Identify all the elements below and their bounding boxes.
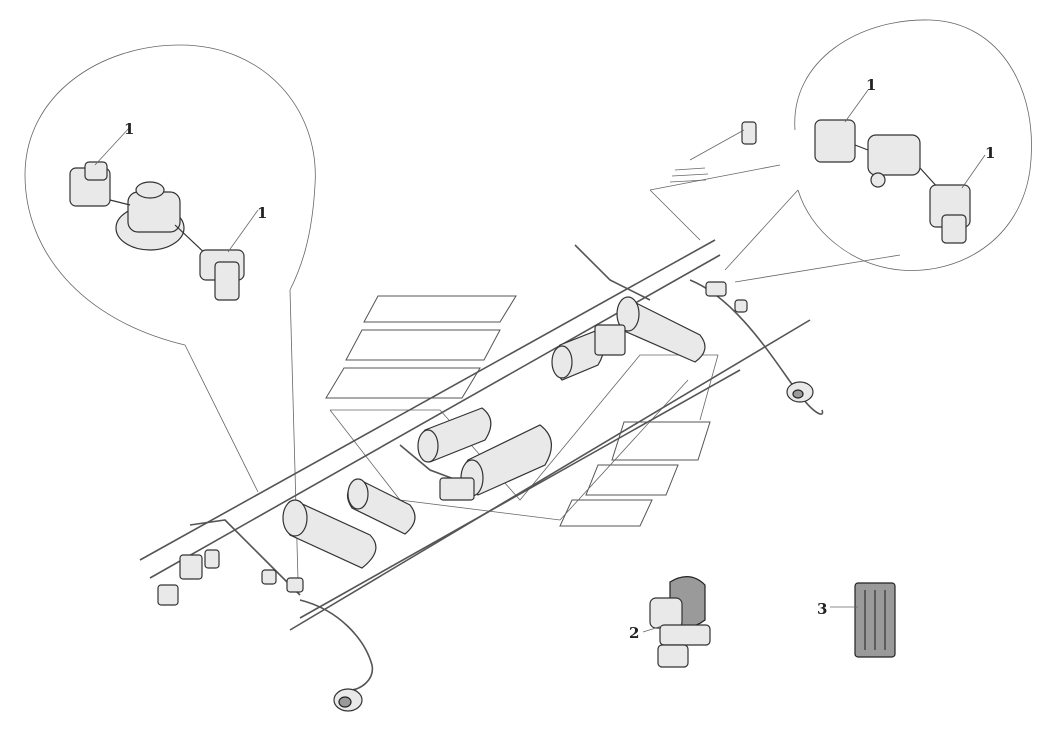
air-tank-3	[417, 407, 492, 463]
top-valve	[649, 121, 781, 241]
right-detail-circle	[724, 19, 1032, 283]
callout-right-right: 1	[985, 144, 995, 162]
air-tank-5	[551, 329, 605, 381]
solenoid-valve-part-2	[642, 576, 711, 668]
left-detail-circle	[24, 44, 316, 581]
air-tanks	[282, 296, 706, 569]
callout-left-right: 1	[257, 204, 267, 222]
brake-chambers	[333, 381, 814, 712]
callout-left-top: 1	[124, 120, 134, 138]
callout-valve: 2	[629, 624, 639, 642]
brake-chamber-rear	[786, 381, 814, 403]
rear-axle-assembly-right	[814, 89, 986, 244]
air-tank-2	[346, 478, 416, 535]
air-tank-1	[282, 499, 377, 569]
frame-valves	[157, 281, 748, 606]
air-tank-6	[616, 296, 706, 363]
callout-labels: 1 1 1 1 2 3	[124, 76, 995, 642]
watermark-logo	[325, 295, 719, 527]
front-axle-assembly-left	[69, 126, 259, 301]
callout-module: 3	[817, 600, 827, 618]
brake-chamber-front	[333, 688, 363, 712]
callout-right-top: 1	[866, 76, 876, 94]
electronic-module-part-3	[830, 582, 896, 658]
